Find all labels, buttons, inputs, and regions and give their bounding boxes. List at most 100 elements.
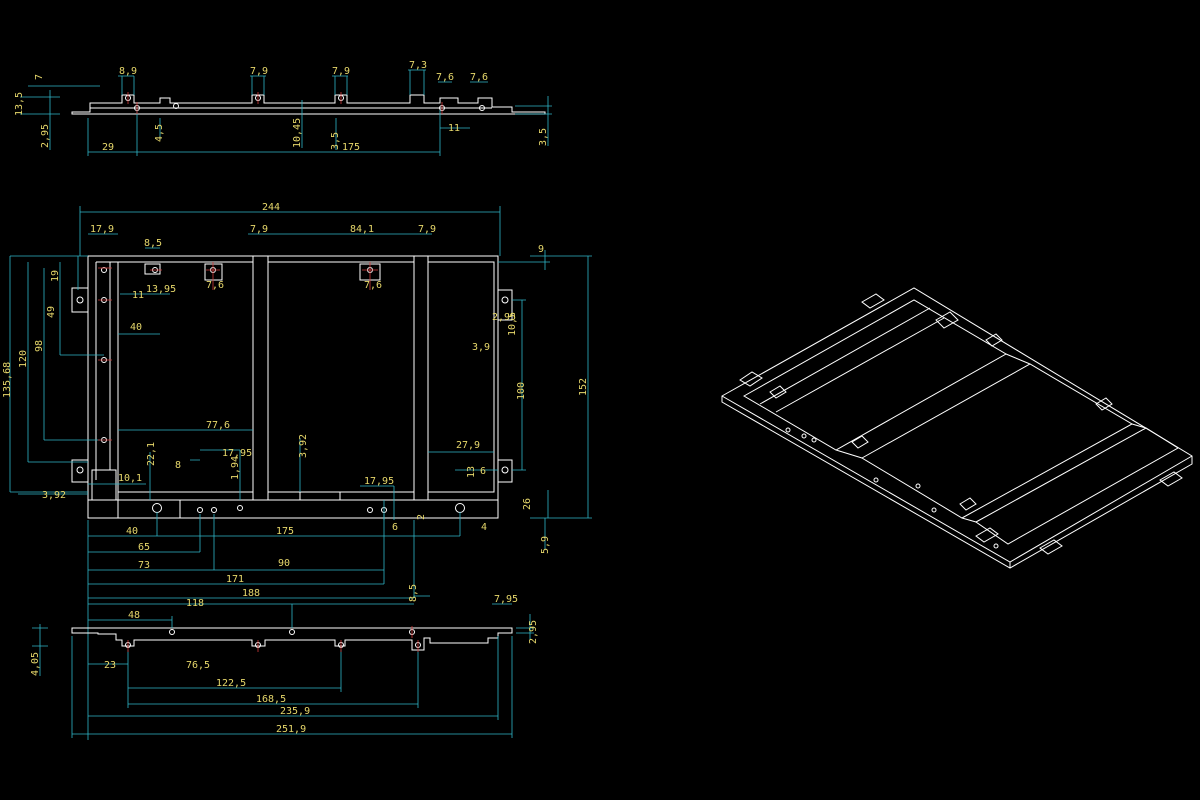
iso-frame-top-edge	[721, 395, 1193, 568]
dim-label: 65	[138, 542, 150, 553]
dim-label: 13	[466, 466, 477, 478]
hole-marker	[76, 296, 84, 304]
dim-label: 3,9	[472, 342, 490, 353]
dim-label: 2,95	[528, 620, 539, 644]
top-view-dimension-texts: 8,9 7,9 7,9 7,3 7,6 7,6 7 13,5 2,95 4,5 …	[14, 60, 549, 153]
dim-label: 7,9	[332, 66, 350, 77]
hole-marker	[915, 483, 921, 489]
dim-label: 7,6	[436, 72, 454, 83]
iso-rail-lines	[759, 307, 1147, 523]
isometric-view	[721, 287, 1193, 569]
dim-label: 235,9	[280, 706, 310, 717]
dim-label: 11	[448, 123, 460, 134]
iso-holes	[785, 427, 999, 549]
dim-label: 168,5	[256, 694, 286, 705]
dim-label: 6	[480, 466, 486, 477]
hole-marker	[173, 103, 179, 109]
iso-small-features	[769, 385, 1113, 543]
dim-label: 4	[481, 522, 487, 533]
dim-label: 40	[130, 322, 142, 333]
dim-label: 175	[342, 142, 360, 153]
dim-label: 8,9	[119, 66, 137, 77]
dim-label: 3,5	[330, 132, 341, 150]
dim-label: 7,9	[250, 224, 268, 235]
bottom-view-holes	[125, 629, 421, 648]
dim-label: 175	[276, 526, 294, 537]
dim-label: 118	[186, 598, 204, 609]
dim-label: 3,92	[298, 434, 309, 458]
dim-label: 7,9	[250, 66, 268, 77]
dim-label: 77,6	[206, 420, 230, 431]
dim-label: 27,9	[456, 440, 480, 451]
hole-marker	[873, 477, 879, 483]
dim-label: 17,95	[364, 476, 394, 487]
hole-marker	[993, 543, 999, 549]
dim-label: 10,5	[507, 312, 518, 336]
dim-label: 5,9	[540, 536, 551, 554]
dim-label: 4,5	[154, 124, 165, 142]
dim-label: 90	[278, 558, 290, 569]
hole-marker	[801, 433, 807, 439]
dim-label: 7,6	[206, 280, 224, 291]
hole-marker	[152, 503, 162, 513]
dim-label: 1,94	[230, 456, 241, 480]
bottom-view-dimension-texts: 118 8,5 7,95 48 2,95 4,05 23 76,5 122,5 …	[30, 584, 539, 735]
hole-marker	[931, 507, 937, 513]
front-view-outline	[71, 255, 513, 519]
dim-label: 152	[578, 378, 589, 396]
dim-label: 17,95	[222, 448, 252, 459]
dim-label: 40	[126, 526, 138, 537]
dim-label: 244	[262, 202, 280, 213]
dim-label: 76,5	[186, 660, 210, 671]
dim-label: 9	[538, 244, 544, 255]
dim-label: 4,05	[30, 652, 41, 676]
dim-label: 7,6	[470, 72, 488, 83]
dim-label: 73	[138, 560, 150, 571]
dim-label: 171	[226, 574, 244, 585]
top-view-profile	[71, 94, 546, 115]
dim-label: 13,95	[146, 284, 176, 295]
dim-label: 98	[34, 340, 45, 352]
dim-label: 7	[34, 74, 45, 80]
hole-marker	[169, 629, 175, 635]
hole-marker	[479, 105, 485, 111]
dim-label: 11	[132, 290, 144, 301]
dim-label: 122,5	[216, 678, 246, 689]
front-view-dimension-lines	[9, 206, 592, 740]
dim-label: 8,5	[144, 238, 162, 249]
iso-inner-bay-1	[742, 299, 1008, 451]
dim-label: 8,5	[408, 584, 419, 602]
dim-label: 17,9	[90, 224, 114, 235]
dim-label: 251,9	[276, 724, 306, 735]
front-view-dimension-texts: 244 17,9 8,5 7,9 84,1 7,9 9 19 49 98 120…	[2, 202, 589, 599]
hole-marker	[237, 505, 243, 511]
dim-label: 3,5	[538, 128, 549, 146]
top-view-dimension-lines	[20, 69, 552, 156]
hole-marker	[76, 466, 84, 474]
dim-label: 3,92	[42, 490, 66, 501]
bottom-view-dimension-lines	[32, 595, 534, 738]
hole-marker	[501, 466, 509, 474]
dim-label: 19	[50, 270, 61, 282]
dim-label: 29	[102, 142, 114, 153]
hole-marker	[101, 267, 107, 273]
iso-frame-outer	[721, 287, 1193, 569]
dim-label: 10,1	[118, 473, 142, 484]
dim-label: 2,95	[492, 312, 516, 323]
hole-marker	[455, 503, 465, 513]
dim-label: 84,1	[350, 224, 374, 235]
hole-marker	[197, 507, 203, 513]
dim-label: 6	[392, 522, 398, 533]
dim-label: 188	[242, 588, 260, 599]
bottom-view-profile	[71, 627, 513, 651]
dim-label: 22,1	[146, 442, 157, 466]
dim-label: 7,95	[494, 594, 518, 605]
hole-marker	[211, 507, 217, 513]
dim-label: 7,3	[409, 60, 427, 71]
dim-label: 49	[46, 306, 57, 318]
dim-label: 7,6	[364, 280, 382, 291]
dim-label: 7,9	[418, 224, 436, 235]
iso-inner-bay-3	[975, 427, 1179, 545]
dim-label: 10,45	[292, 118, 303, 148]
